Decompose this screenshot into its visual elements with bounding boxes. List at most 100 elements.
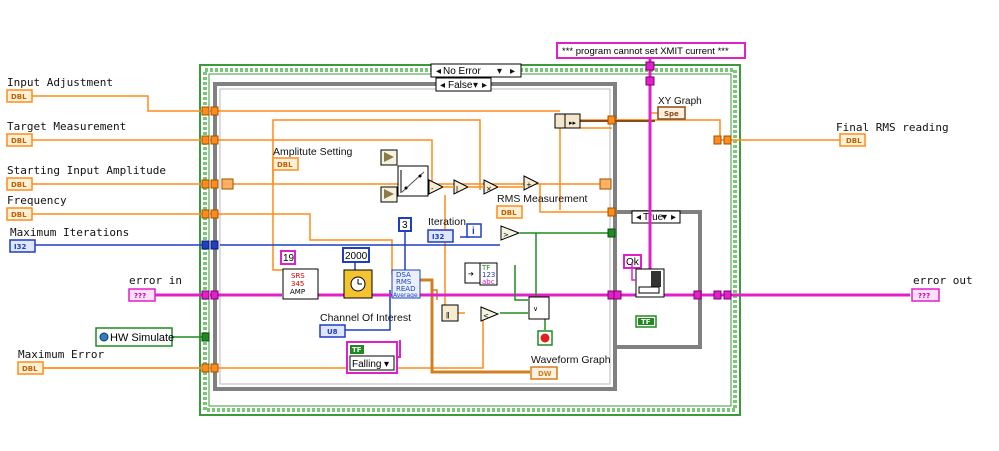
svg-text:RMS: RMS bbox=[396, 278, 412, 286]
svg-text:>: > bbox=[503, 231, 509, 239]
control-error-in[interactable]: error in ??? bbox=[128, 274, 182, 302]
svg-text:◂: ◂ bbox=[436, 66, 441, 77]
iteration-terminal[interactable]: Iteration I32 bbox=[427, 216, 466, 243]
svg-text:DBL: DBL bbox=[501, 209, 517, 217]
error-in-label: error in bbox=[129, 274, 182, 287]
svg-text:Ok: Ok bbox=[626, 257, 640, 268]
svg-text:∨: ∨ bbox=[533, 305, 538, 313]
svg-text:▸▸: ▸▸ bbox=[569, 119, 577, 127]
right-case-selector[interactable]: ◂ True ▾ ▸ bbox=[631, 210, 681, 224]
control-frequency[interactable]: Frequency DBL bbox=[6, 194, 67, 221]
amplitude-setting-terminal[interactable]: Amplitute Setting DBL bbox=[272, 146, 353, 171]
inner-case-structure bbox=[213, 82, 617, 391]
svg-text:ǀ: ǀ bbox=[456, 185, 458, 193]
svg-text:+: + bbox=[526, 181, 532, 189]
control-hw-simulate[interactable]: HW Simulate bbox=[95, 327, 174, 347]
compare-node-1 bbox=[380, 149, 398, 166]
svg-text:i: i bbox=[472, 226, 475, 237]
svg-text:TF: TF bbox=[641, 318, 651, 326]
tunnels bbox=[201, 61, 732, 373]
inner-case-label: False bbox=[448, 80, 473, 91]
compound-node: ǁ bbox=[441, 304, 459, 322]
outer-case-selector[interactable]: ◂ No Error ▾ ▸ bbox=[430, 63, 522, 78]
svg-text:READ: READ bbox=[396, 285, 415, 293]
falling-enum-constant[interactable]: TF Falling ▾ bbox=[346, 341, 398, 374]
inner-case-selector[interactable]: ◂ False ▾ ▸ bbox=[435, 77, 492, 92]
svg-text:▾: ▾ bbox=[662, 212, 667, 223]
indicator-error-out[interactable]: error out ??? bbox=[911, 274, 973, 302]
svg-text:abc: abc bbox=[482, 278, 495, 286]
svg-text:DBL: DBL bbox=[22, 365, 38, 373]
constant-19[interactable]: 19 bbox=[280, 250, 296, 265]
xy-graph-terminal[interactable]: XY Graph Spe bbox=[657, 96, 702, 120]
index-array-node: ➔ bbox=[464, 262, 483, 284]
svg-text:TF: TF bbox=[481, 264, 490, 272]
compare-node-2 bbox=[380, 186, 398, 203]
svg-text:Channel Of Interest: Channel Of Interest bbox=[320, 312, 411, 324]
svg-text:2000: 2000 bbox=[345, 251, 368, 262]
svg-text:▸: ▸ bbox=[510, 66, 515, 77]
less-than-node: < bbox=[480, 306, 500, 322]
maximum-error-label: Maximum Error bbox=[18, 348, 104, 361]
svg-text:×: × bbox=[486, 185, 492, 193]
control-input-adjustment[interactable]: Input Adjustment DBL bbox=[6, 76, 113, 103]
frequency-label: Frequency bbox=[7, 194, 67, 207]
channel-of-interest-terminal[interactable]: Channel Of Interest U8 bbox=[319, 312, 411, 338]
control-maximum-iterations[interactable]: Maximum Iterations I32 bbox=[9, 226, 129, 253]
wait-timer-node bbox=[343, 269, 373, 299]
message-string-constant[interactable]: *** program cannot set XMIT current *** bbox=[556, 42, 746, 59]
svg-text:DBL: DBL bbox=[11, 181, 27, 189]
svg-text:▾: ▾ bbox=[473, 80, 478, 91]
svg-text:SRS: SRS bbox=[291, 272, 305, 280]
stop-button-node[interactable] bbox=[537, 330, 553, 346]
svg-text:Average: Average bbox=[393, 292, 418, 299]
svg-text:➔: ➔ bbox=[468, 270, 474, 278]
svg-text:I32: I32 bbox=[14, 243, 26, 251]
svg-text:◂: ◂ bbox=[440, 80, 445, 91]
svg-text:DW: DW bbox=[538, 370, 552, 378]
svg-text:▾: ▾ bbox=[497, 66, 502, 77]
svg-text:I32: I32 bbox=[432, 233, 444, 241]
build-xy-node: ▸▸ bbox=[554, 113, 581, 129]
control-maximum-error[interactable]: Maximum Error DBL bbox=[17, 348, 104, 375]
add-node: + bbox=[523, 175, 540, 191]
abs-node: ǀ bbox=[453, 179, 470, 195]
true-constant-right[interactable]: TF bbox=[635, 315, 657, 328]
svg-text:Iteration: Iteration bbox=[428, 216, 466, 228]
svg-text:Waveform Graph: Waveform Graph bbox=[531, 354, 611, 366]
constant-2000[interactable]: 2000 bbox=[342, 247, 370, 263]
control-target-measurement[interactable]: Target Measurement DBL bbox=[6, 120, 126, 147]
svg-text:DBL: DBL bbox=[11, 137, 27, 145]
control-starting-input-amplitude[interactable]: Starting Input Amplitude DBL bbox=[6, 164, 166, 191]
svg-text:Falling: Falling bbox=[352, 359, 381, 370]
chevron-down-icon: ▾ bbox=[384, 359, 389, 370]
indicator-final-rms-reading[interactable]: Final RMS reading DBL bbox=[836, 121, 949, 147]
globe-icon bbox=[99, 332, 109, 342]
svg-text:AMP: AMP bbox=[290, 288, 305, 296]
svg-text:XY Graph: XY Graph bbox=[658, 96, 702, 107]
wires bbox=[32, 58, 910, 374]
final-rms-label: Final RMS reading bbox=[836, 121, 949, 134]
svg-text:DBL: DBL bbox=[846, 137, 862, 145]
svg-text:<: < bbox=[483, 312, 489, 320]
iteration-index-node: i bbox=[466, 223, 482, 238]
svg-text:◂: ◂ bbox=[636, 212, 641, 223]
svg-text:▸: ▸ bbox=[482, 80, 487, 91]
svg-text:RMS Measurement: RMS Measurement bbox=[497, 193, 588, 205]
maximum-iterations-label: Maximum Iterations bbox=[10, 226, 129, 239]
message-text: *** program cannot set XMIT current *** bbox=[562, 46, 729, 57]
constant-3[interactable]: 3 bbox=[398, 217, 412, 232]
svg-text:19: 19 bbox=[283, 253, 295, 264]
stop-icon bbox=[540, 333, 550, 343]
waveform-graph-terminal[interactable]: Waveform Graph DW bbox=[530, 354, 611, 380]
svg-text:U8: U8 bbox=[327, 328, 338, 336]
one-button-dialog-node bbox=[635, 268, 665, 298]
error-out-label: error out bbox=[913, 274, 973, 287]
select-constants: TF 123 abc bbox=[479, 262, 498, 286]
svg-text:???: ??? bbox=[134, 292, 146, 300]
subtract-node: - bbox=[428, 179, 445, 195]
rms-measurement-terminal[interactable]: RMS Measurement DBL bbox=[496, 193, 588, 219]
outer-case-label: No Error bbox=[443, 66, 481, 77]
svg-text:-: - bbox=[431, 185, 434, 193]
svg-text:Amplitute Setting: Amplitute Setting bbox=[273, 146, 353, 158]
